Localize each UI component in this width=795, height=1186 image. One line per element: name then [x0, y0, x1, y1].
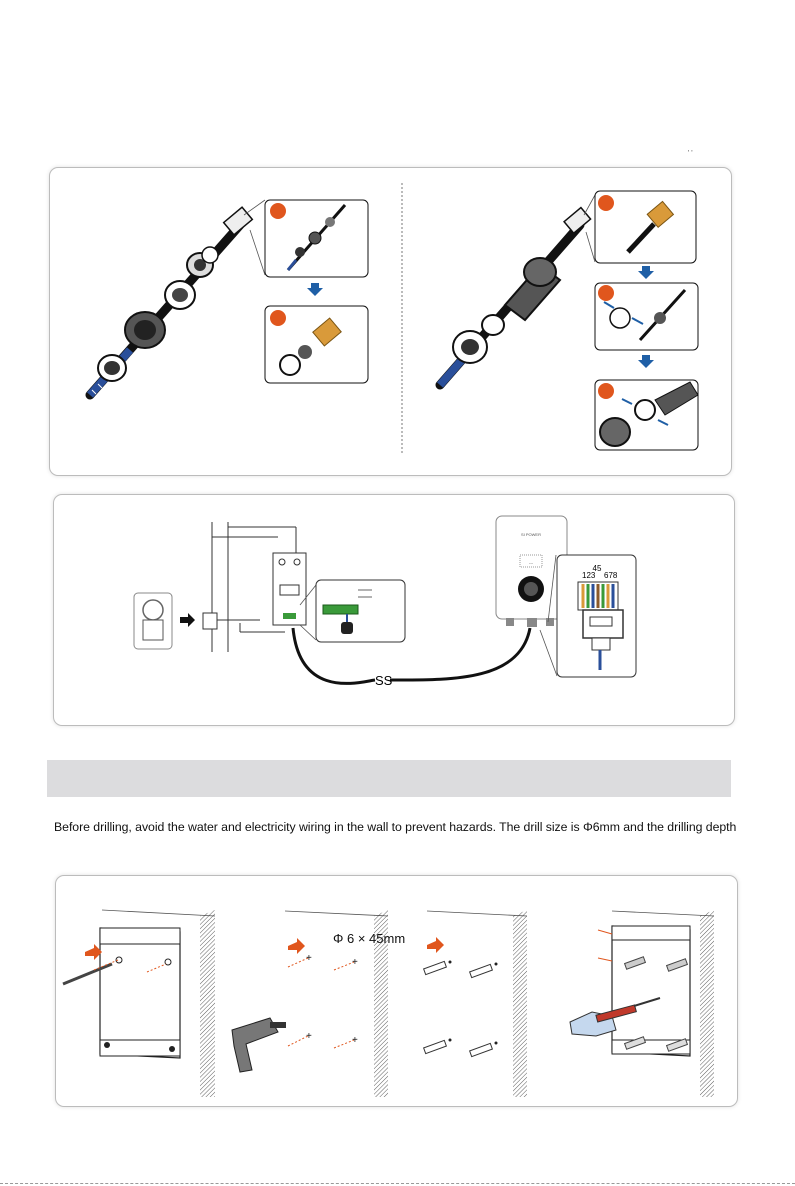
screwdriver-hand-icon	[570, 910, 714, 1097]
svg-text:+: +	[306, 953, 312, 964]
svg-text:+: +	[352, 957, 358, 968]
svg-text:+: +	[352, 1035, 358, 1046]
page-bottom-rule	[0, 1183, 795, 1185]
wall-plug-icon	[424, 910, 527, 1097]
drill-size-label: Φ 6 × 45mm	[333, 931, 405, 946]
mounting-plate-icon	[63, 910, 215, 1097]
svg-text:+: +	[306, 1031, 312, 1042]
